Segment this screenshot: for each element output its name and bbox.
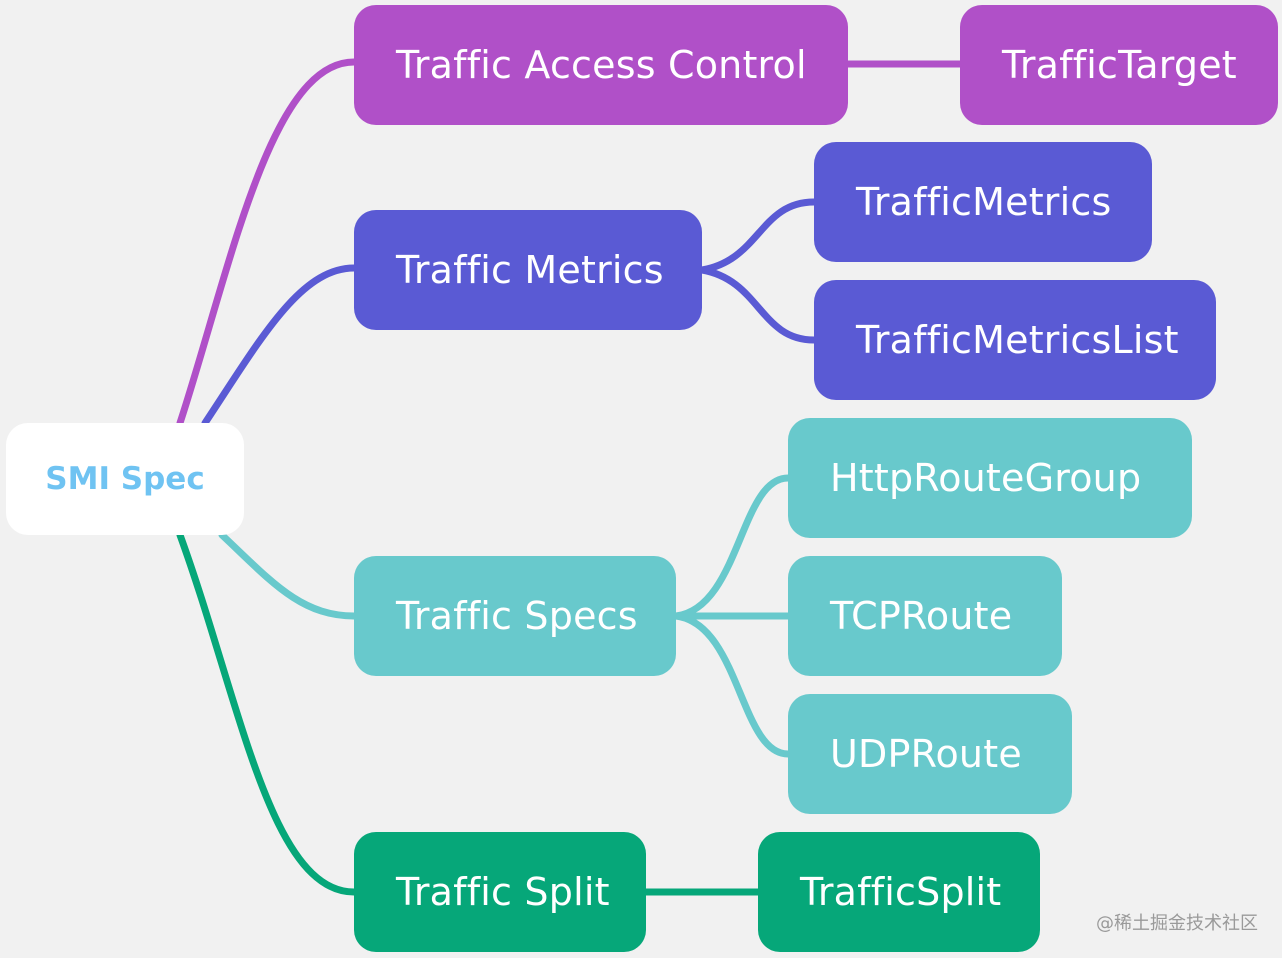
node-traffic-metrics: Traffic Metrics <box>354 210 702 330</box>
node-label: HttpRouteGroup <box>830 456 1142 500</box>
link-specs-udproute <box>672 612 792 758</box>
link-root-access <box>176 58 358 427</box>
root-label: SMI Spec <box>45 461 205 497</box>
node-label: Traffic Metrics <box>396 248 664 292</box>
link-root-metrics <box>201 264 358 427</box>
node-trafficsplit: TrafficSplit <box>758 832 1040 952</box>
node-label: TCPRoute <box>830 594 1013 638</box>
node-label: Traffic Specs <box>396 594 638 638</box>
node-httproutegroup: HttpRouteGroup <box>788 418 1192 538</box>
node-label: TrafficMetricsList <box>856 318 1179 362</box>
link-metrics-trafficmetricslist <box>698 266 818 344</box>
node-label: UDPRoute <box>830 732 1022 776</box>
node-traffic-split: Traffic Split <box>354 832 646 952</box>
node-traffictarget: TrafficTarget <box>960 5 1278 125</box>
node-trafficmetrics: TrafficMetrics <box>814 142 1152 262</box>
node-traffic-access-control: Traffic Access Control <box>354 5 848 125</box>
root-node-smi-spec: SMI Spec <box>6 423 244 535</box>
node-label: TrafficTarget <box>1002 43 1237 87</box>
node-label: Traffic Split <box>396 870 610 914</box>
node-traffic-specs: Traffic Specs <box>354 556 676 676</box>
node-label: TrafficMetrics <box>856 180 1112 224</box>
link-root-specs <box>218 531 358 620</box>
link-specs-httproutegroup <box>672 474 792 620</box>
node-label: Traffic Access Control <box>396 43 807 87</box>
watermark: @稀土掘金技术社区 <box>1096 913 1258 934</box>
node-trafficmetricslist: TrafficMetricsList <box>814 280 1216 400</box>
node-udproute: UDPRoute <box>788 694 1072 814</box>
link-root-split <box>176 531 358 896</box>
node-tcproute: TCPRoute <box>788 556 1062 676</box>
node-label: TrafficSplit <box>800 870 1002 914</box>
link-metrics-trafficmetrics <box>698 198 818 274</box>
